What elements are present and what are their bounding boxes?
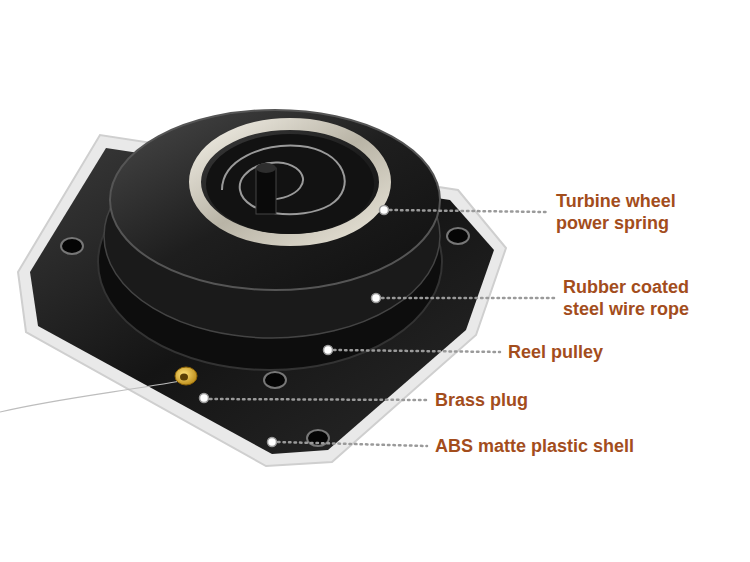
hub-top — [256, 163, 276, 173]
part-label: ABS matte plastic shell — [435, 435, 735, 457]
leader-dot — [200, 394, 209, 403]
mounting-hole — [264, 372, 286, 388]
leader-dot — [268, 438, 277, 447]
mounting-hole — [447, 228, 469, 244]
brass-plug-hole — [180, 374, 188, 381]
spring-ring — [195, 124, 385, 240]
leader-line — [334, 350, 500, 352]
leader-dot — [372, 294, 381, 303]
brass-plug — [175, 367, 197, 385]
leader-line — [210, 399, 427, 400]
part-label: Rubber coated steel wire rope — [563, 276, 723, 320]
leader-line — [382, 297, 555, 300]
wire-rope — [0, 380, 186, 412]
spring-cavity — [206, 134, 374, 234]
leader-line — [278, 442, 427, 446]
part-label: Brass plug — [435, 389, 725, 411]
part-label: Turbine wheel power spring — [556, 190, 696, 234]
part-label: Reel pulley — [508, 341, 728, 363]
turbine-wheel — [110, 110, 440, 290]
hub-shaft — [256, 168, 276, 214]
power-spring — [222, 146, 345, 215]
leader-dot — [324, 346, 333, 355]
leader-dot — [380, 206, 389, 215]
leader-line — [390, 210, 548, 212]
mounting-hole — [61, 238, 83, 254]
